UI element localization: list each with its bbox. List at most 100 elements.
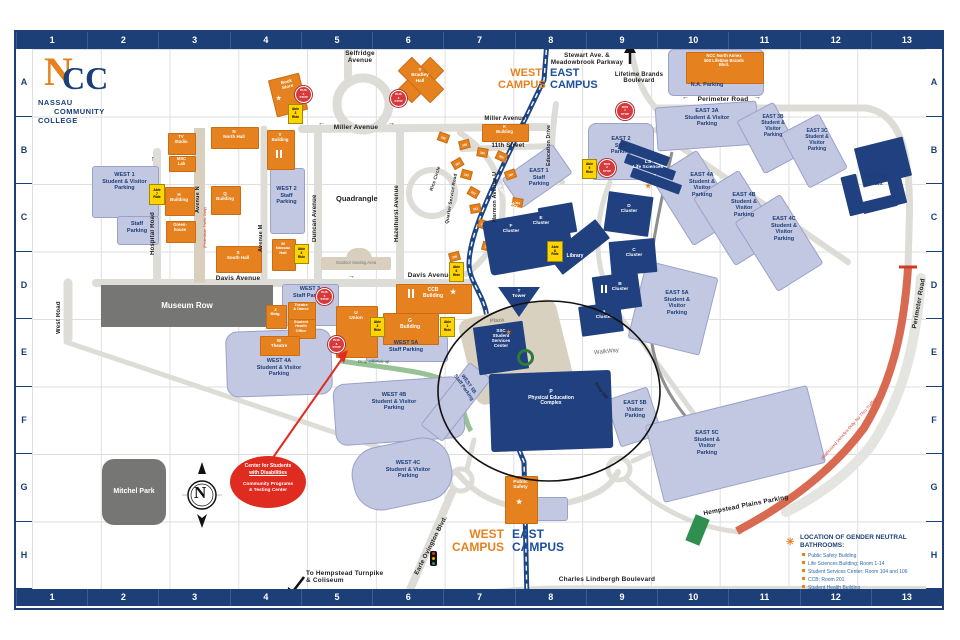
z-building bbox=[266, 305, 287, 329]
grid-col: 12 bbox=[799, 589, 871, 606]
west1-staff-label: Staff Parking bbox=[126, 221, 148, 234]
grid-col: 7 bbox=[443, 32, 514, 49]
q-building bbox=[211, 186, 241, 215]
quadrangle-label: Quadrangle bbox=[336, 194, 378, 203]
avenue-n-note: (Pedestrian Traffic Only) bbox=[203, 207, 207, 248]
south-hall-building bbox=[216, 246, 262, 273]
csd-label-2: with Disabilities bbox=[249, 470, 287, 476]
greenhouse-label: Green- house bbox=[173, 222, 187, 232]
west-road-label: West Road bbox=[56, 301, 62, 334]
east-campus-label-bottom: EAST CAMPUS bbox=[512, 527, 565, 554]
grid-col: 10 bbox=[657, 32, 728, 49]
west4b-parking-label: WEST 4B Student & Visitor Parking bbox=[371, 392, 417, 412]
csd-callout bbox=[230, 456, 306, 508]
south-hall-label: S South Hall bbox=[226, 250, 250, 261]
arrow-right-icon: → bbox=[388, 120, 395, 127]
grid-row: D bbox=[16, 252, 32, 319]
harmon-avenue-label: Harmon Avenue U bbox=[492, 171, 498, 223]
logo-nassau: NASSAU bbox=[38, 98, 73, 107]
grid-col: 13 bbox=[870, 32, 942, 49]
able-ride-4-stop: Able 4 Ride bbox=[294, 244, 309, 264]
east4c-parking-label: EAST 4C Student & Visitor Parking bbox=[771, 216, 797, 242]
grid-col: 8 bbox=[514, 589, 586, 606]
msc-lab-building bbox=[169, 156, 196, 172]
grid-row: B bbox=[926, 117, 942, 184]
outdoor-seating-label: Outdoor Seating Area bbox=[335, 260, 377, 265]
csd-label-3: Community Programs & Testing Center bbox=[242, 482, 294, 494]
ccb-label: CCB Building bbox=[423, 287, 443, 299]
education-drive-label: Education Drive bbox=[546, 124, 552, 166]
perimeter-road-restricted bbox=[735, 267, 912, 535]
drop-off-pick-up-label: Drop Off/Pick up bbox=[358, 359, 390, 364]
east2-parking-label: EAST 2 Staff Parking bbox=[610, 136, 632, 156]
duncan-avenue-label: Duncan Avenue bbox=[312, 194, 318, 242]
mitchel-park-label: Mitchel Park bbox=[113, 488, 155, 496]
d-cluster-label: D Cluster bbox=[620, 204, 638, 215]
logo-cc: CC bbox=[62, 60, 109, 96]
ncc-logo: N CC NASSAU COMMUNITY COLLEGE bbox=[38, 49, 158, 132]
grid-col: 3 bbox=[158, 32, 229, 49]
grid-col: 13 bbox=[870, 589, 942, 606]
grid-col: 3 bbox=[158, 589, 229, 606]
davis-avenue-label: Davis Avenue bbox=[215, 275, 261, 282]
plaza-green-circle bbox=[517, 349, 534, 366]
physical-plant-label: Physical Plant bbox=[864, 174, 888, 187]
tv-studio-building bbox=[168, 133, 196, 155]
davis-avenue-label-2: Davis Avenue bbox=[407, 272, 453, 279]
grid-row: E bbox=[926, 319, 942, 387]
grid-col: 11 bbox=[728, 32, 799, 49]
union-label: U Union bbox=[349, 311, 363, 322]
selfridge-avenue-label: Selfridge Avenue bbox=[345, 50, 375, 64]
grid-col: 11 bbox=[728, 589, 799, 606]
greenhouse-building bbox=[166, 221, 196, 243]
grid-row: H bbox=[926, 522, 942, 589]
west-campus-label-top: WEST CAMPUS bbox=[498, 67, 546, 91]
east4a-parking-label: EAST 4A Student & Visitor Parking bbox=[689, 172, 715, 198]
legend-title: LOCATION OF GENDER NEUTRAL BATHROOMS: bbox=[800, 534, 907, 550]
legend-item: Public Safety Building bbox=[802, 552, 938, 560]
rice-circle-road bbox=[406, 167, 458, 219]
csd-label-1: Center for Students bbox=[244, 463, 292, 469]
arrow-right-icon: → bbox=[754, 94, 761, 101]
north-hall-building bbox=[211, 127, 259, 149]
public-safety-lot bbox=[536, 497, 568, 521]
utensil-icon bbox=[605, 285, 607, 293]
pe-complex-label: P Physical Education Complex bbox=[528, 389, 574, 407]
asterisk-icon: ✳ bbox=[786, 537, 795, 548]
q-building-label: Q Building bbox=[216, 191, 234, 202]
able-ride-8-stop: Able 8 Ride bbox=[547, 241, 563, 262]
grid-row: B bbox=[16, 117, 32, 184]
library-label: Library bbox=[566, 253, 584, 259]
utensil-icon bbox=[412, 289, 414, 298]
g-building bbox=[383, 313, 439, 345]
able-ride-5-stop: Able 5 Ride bbox=[582, 159, 597, 179]
bus-6-stop: BUS 6 STOP bbox=[328, 336, 345, 353]
k-building bbox=[482, 124, 529, 142]
public-safety-label: Public Safety bbox=[513, 480, 528, 491]
grid-row: A bbox=[16, 49, 32, 117]
grid-row: G bbox=[926, 454, 942, 522]
grid-col: 12 bbox=[799, 32, 871, 49]
arrow-left-icon: ← bbox=[318, 120, 325, 127]
west5a-parking-label: WEST 5A Staff Parking bbox=[389, 340, 423, 353]
grid-row: C bbox=[926, 184, 942, 252]
f-cluster-label: F Cluster bbox=[502, 224, 520, 235]
a-cluster-label: A Cluster bbox=[595, 310, 613, 321]
bradley-hall-label: Y Bradley Hall bbox=[411, 68, 429, 84]
utensil-icon bbox=[276, 150, 278, 158]
west2-parking-label: WEST 2 Staff Parking bbox=[276, 186, 297, 206]
e-cluster-label: E Cluster bbox=[532, 216, 550, 227]
tv-studio-label: TV Studio bbox=[174, 134, 188, 144]
avenue-n-pedestrian-way bbox=[194, 128, 205, 283]
grid-col: 2 bbox=[87, 32, 158, 49]
east3c-parking-label: EAST 3C Student & Visitor Parking bbox=[805, 128, 829, 152]
avenue-n-label: Avenue N bbox=[195, 186, 201, 214]
plaza-label: Plaza bbox=[489, 317, 505, 325]
nassau-hall-label: M Nassau Hall bbox=[275, 241, 291, 255]
museum-row-label: Museum Row bbox=[161, 300, 213, 310]
w-theatre-label: W Theatre bbox=[270, 338, 288, 349]
east-campus-label-top: EAST CAMPUS bbox=[550, 67, 598, 91]
na-parking-label: N.A. Parking bbox=[690, 82, 724, 88]
